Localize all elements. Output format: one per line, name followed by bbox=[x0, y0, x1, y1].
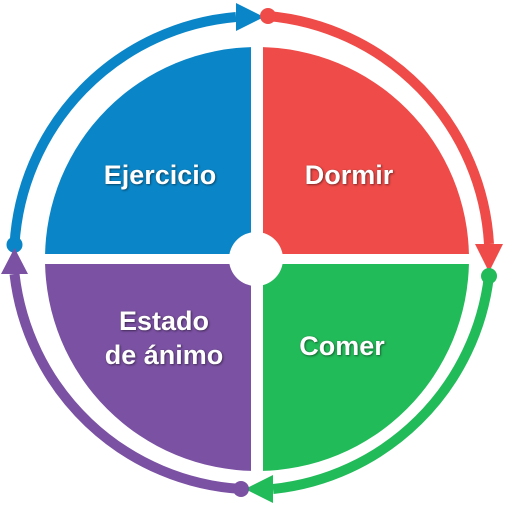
arrow-estado-de-animo-to-ejercicio-head bbox=[1, 248, 28, 274]
arrow-estado-de-animo-to-ejercicio-tail bbox=[233, 481, 249, 497]
arrow-comer-to-estado-de-animo bbox=[245, 268, 497, 503]
arrow-comer-to-estado-de-animo-head bbox=[245, 475, 273, 503]
arrow-ejercicio-to-dormir-arc bbox=[9, 12, 237, 245]
quadrant-ejercicio bbox=[45, 47, 251, 254]
arrow-dormir-to-comer bbox=[260, 8, 503, 272]
label-dormir: Dormir bbox=[304, 160, 394, 190]
arrow-comer-to-estado-de-animo-arc bbox=[272, 275, 494, 494]
quadrant-dormir bbox=[263, 47, 469, 254]
label-comer: Comer bbox=[299, 331, 385, 361]
arrow-ejercicio-to-dormir-tail bbox=[6, 236, 23, 253]
quadrant-comer bbox=[263, 264, 469, 471]
arrow-ejercicio-to-dormir-head bbox=[236, 3, 264, 31]
label-estado-de-animo: Estado de ánimo bbox=[105, 304, 224, 372]
label-ejercicio: Ejercicio bbox=[103, 160, 217, 190]
quadrant-estado-de-animo bbox=[45, 264, 251, 471]
label-estado-de-animo-line-2: de ánimo bbox=[104, 340, 224, 370]
label-estado-de-animo-line-1: Estado bbox=[118, 306, 210, 336]
arrow-estado-de-animo-to-ejercicio bbox=[1, 248, 249, 497]
arrow-dormir-to-comer-tail bbox=[260, 8, 276, 24]
arrow-estado-de-animo-to-ejercicio-arc bbox=[9, 273, 242, 494]
arrow-comer-to-estado-de-animo-tail bbox=[481, 268, 497, 284]
center-hub bbox=[229, 232, 283, 286]
arrow-ejercicio-to-dormir bbox=[6, 3, 264, 253]
arrow-dormir-to-comer-arc bbox=[267, 11, 494, 245]
arrow-dormir-to-comer-head bbox=[475, 244, 503, 272]
